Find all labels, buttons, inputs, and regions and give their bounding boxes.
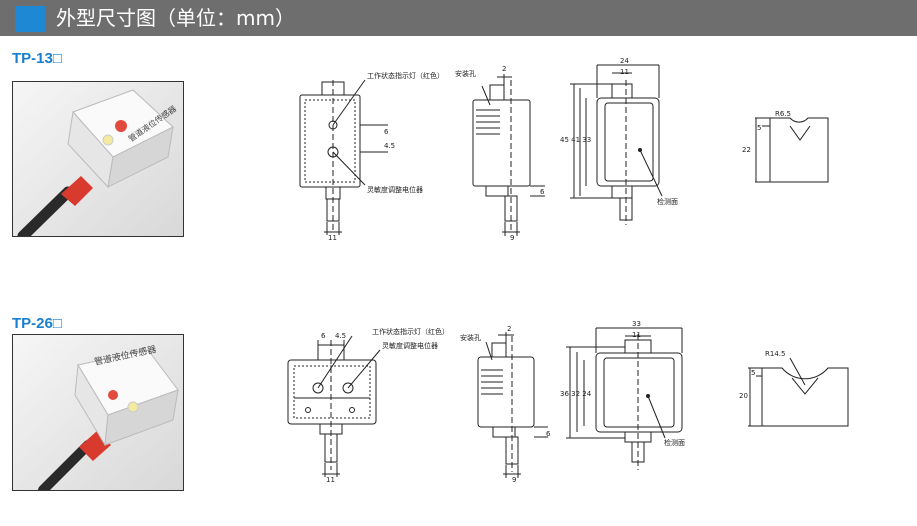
potentiometer-label-tp26: 灵敏度调整电位器 (382, 341, 438, 350)
dim-9-tp26: 9 (512, 476, 516, 484)
dim-2-tp13: 2 (502, 65, 506, 73)
header-accent-block (15, 6, 45, 32)
dim-6b-tp26: 6 (546, 430, 551, 438)
side-view-tp13 (472, 74, 545, 236)
rear-view-tp13 (570, 64, 663, 225)
pipe-dim-5-tp26: 5 (751, 369, 755, 377)
rear-view-tp26 (566, 327, 683, 470)
front-view-tp13 (299, 79, 388, 235)
dim-4-5-tp26: 4.5 (335, 332, 346, 340)
pipe-view-tp26 (748, 357, 849, 427)
dim-9-tp13: 9 (510, 234, 514, 242)
pipe-height-tp13: 22 (742, 146, 751, 154)
product-photo-tp26: 管道液位传感器 (12, 334, 184, 491)
dim-6-tp26: 6 (321, 332, 326, 340)
pipe-radius-tp13: R6.5 (775, 110, 791, 118)
detect-face-label-tp26: 检测面 (664, 438, 685, 447)
model-title-tp13: TP-13□ (12, 50, 62, 67)
side-view-tp26 (477, 332, 548, 478)
dim-11-tp26: 11 (326, 476, 335, 484)
potentiometer-label-tp13: 灵敏度调整电位器 (367, 185, 423, 194)
pipe-view-tp13 (755, 117, 829, 183)
mount-hole-label-tp13: 安装孔 (455, 69, 476, 78)
model-title-tp26: TP-26□ (12, 315, 62, 332)
detect-face-label-tp13: 检测面 (657, 197, 678, 206)
dim-11-tp13: 11 (328, 234, 337, 242)
dim-11b-tp13: 11 (620, 68, 629, 76)
front-view-tp26 (287, 335, 381, 477)
product-photo-tp13: 管道液位传感器 (12, 81, 184, 237)
dim-11b-tp26: 11 (632, 331, 641, 339)
dim-2-tp26: 2 (507, 325, 511, 333)
dim-24-tp13: 24 (620, 57, 629, 65)
indicator-label-tp13: 工作状态指示灯（红色） (367, 71, 444, 80)
rear-heights-tp13: 45 41 33 (560, 136, 591, 144)
dim-6b-tp13: 6 (540, 188, 545, 196)
dim-33-tp26: 33 (632, 320, 641, 328)
pipe-height-tp26: 20 (739, 392, 748, 400)
dim-6-tp13: 6 (384, 128, 389, 136)
pipe-dim-5-tp13: 5 (757, 124, 761, 132)
section-title: 外型尺寸图（单位：mm） (56, 6, 295, 30)
rear-heights-tp26: 36 32 24 (560, 390, 592, 398)
mount-hole-label-tp26: 安装孔 (460, 333, 481, 342)
section-header: 外型尺寸图（单位：mm） (0, 0, 917, 36)
indicator-label-tp26: 工作状态指示灯（红色） (372, 327, 449, 336)
pipe-radius-tp26: R14.5 (765, 350, 785, 358)
dim-4-5-tp13: 4.5 (384, 142, 395, 150)
